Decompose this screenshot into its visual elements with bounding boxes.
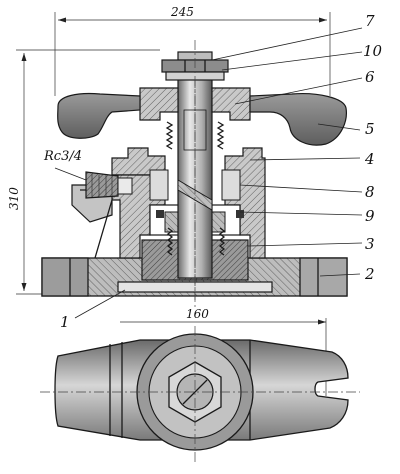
part-leaders xyxy=(54,27,363,319)
hub xyxy=(139,87,251,121)
part-label-10: 10 xyxy=(363,42,383,60)
dimension-245-label: 245 xyxy=(170,5,194,19)
plan-view: 160 xyxy=(40,307,360,462)
part-label-3: 3 xyxy=(365,235,375,253)
inlet-fitting xyxy=(85,171,133,199)
dimension-310: 310 xyxy=(7,49,160,295)
section-view xyxy=(41,40,348,308)
clamping-handle-part-5 xyxy=(57,92,347,146)
part-label-1: 1 xyxy=(60,313,70,331)
part-label-8: 8 xyxy=(365,183,375,201)
dimension-160-label: 160 xyxy=(186,307,209,321)
part-label-5: 5 xyxy=(365,120,375,138)
part-label-4: 4 xyxy=(364,150,375,168)
dimension-245: 245 xyxy=(54,5,331,96)
thread-label: Rc3/4 xyxy=(43,149,82,164)
dimension-310-label: 310 xyxy=(7,187,21,210)
part-label-9: 9 xyxy=(365,207,375,225)
part-label-6: 6 xyxy=(365,68,375,86)
part-label-2: 2 xyxy=(364,265,375,283)
return-springs xyxy=(165,121,225,150)
part-label-7: 7 xyxy=(365,12,375,30)
